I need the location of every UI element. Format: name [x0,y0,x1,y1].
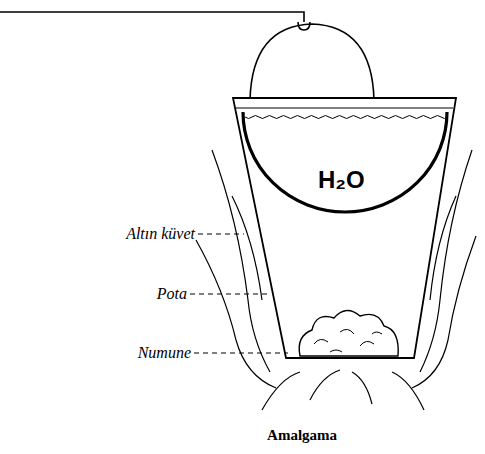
substance-label: H₂O [318,168,365,192]
part-label: Numune [138,345,191,361]
suspension-wire [0,12,304,22]
part-label: Pota [157,286,187,302]
sample-texture [314,329,382,352]
cuvette-handle [250,24,374,100]
crucible-rim [236,107,453,108]
sample [299,310,398,356]
leader-line [190,234,288,353]
water [243,112,447,212]
water-surface [245,113,445,119]
caption: Amalgama [267,428,337,443]
crucible [233,98,456,358]
gold-cuvette [243,112,447,212]
part-label: Altın küvet [126,226,195,242]
flame [196,150,476,410]
